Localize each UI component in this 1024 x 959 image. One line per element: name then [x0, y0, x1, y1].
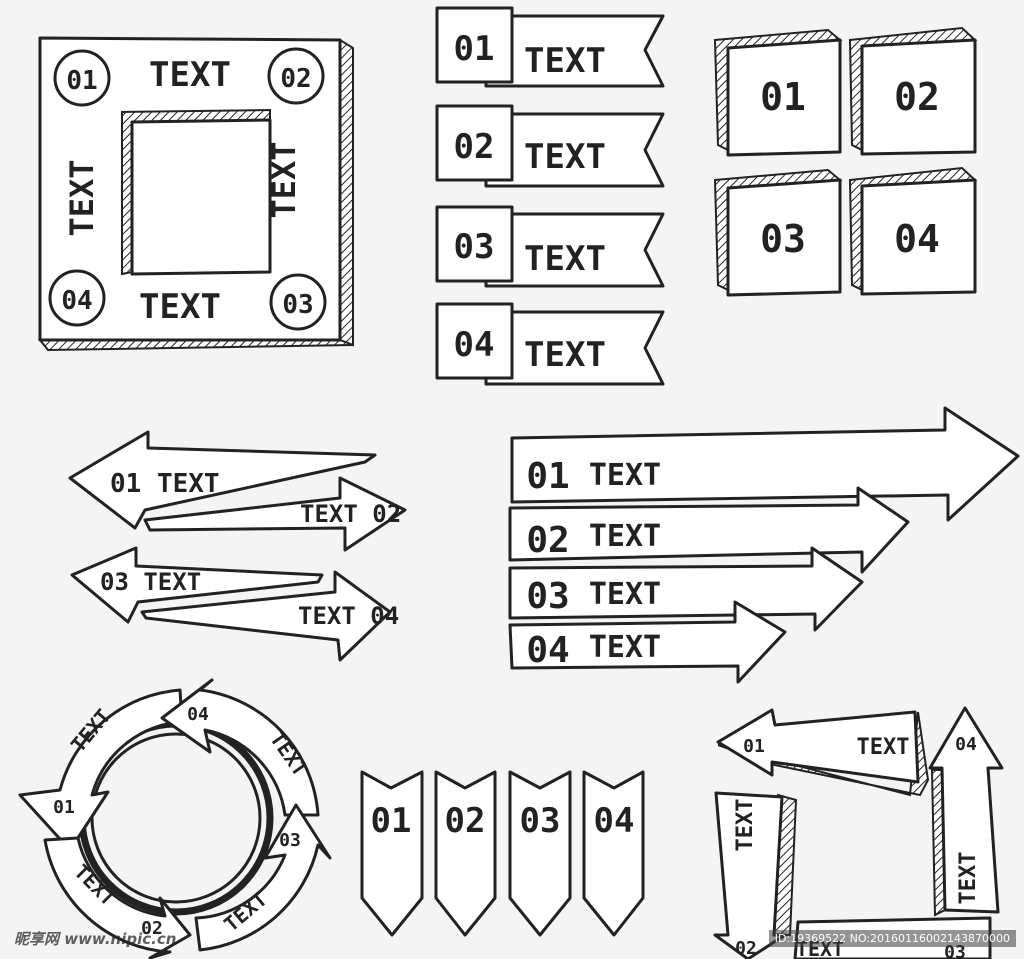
cycle-number-03: 03 [279, 830, 301, 851]
long-arrow-number: 01 [526, 456, 569, 497]
corner-circle-04 [48, 269, 106, 327]
cycle-arrow-04 [160, 678, 320, 817]
long-arrow-01 [510, 406, 1020, 522]
cycle-inner-ring-edge [90, 732, 262, 904]
square-arrow-number-04: 04 [955, 734, 977, 755]
frame-inner-window [130, 118, 272, 276]
cycle-arrow-03 [194, 803, 332, 952]
zigzag-arrow-04 [140, 570, 392, 662]
ribbon-list: 01 TEXT 02 TEXT 03 TEXT 04 TEXT [435, 6, 665, 386]
frame-side-shade [339, 38, 354, 347]
square-arrow-number-01: 01 [743, 736, 765, 757]
long-arrow-text: TEXT [589, 458, 661, 493]
frame-text-right: TEXT [265, 141, 303, 218]
square-arrow-right [928, 706, 1004, 914]
square-arrow-text: TEXT [857, 735, 910, 760]
frame-text-left: TEXT [63, 159, 101, 236]
zigzag-label-04: TEXT 04 [298, 602, 399, 630]
box-item: 01 [713, 28, 843, 157]
ribbon-text: TEXT [524, 335, 606, 375]
square-frame: 01 02 04 03 TEXT TEXT TEXT TEXT [37, 36, 354, 352]
long-arrow-03 [508, 546, 864, 632]
long-arrow-stack: 01 TEXT 02 TEXT 03 TEXT 04 TEXT [508, 406, 1020, 684]
ribbon-number: 02 [454, 127, 495, 167]
square-arrow-top [716, 708, 920, 784]
square-arrows: 01 04 02 03 TEXT TEXT TEXT TEXT [713, 706, 1004, 959]
box-number: 01 [760, 75, 806, 119]
ribbon-number-box [435, 302, 514, 380]
long-arrow-number: 04 [526, 630, 569, 671]
zigzag-label-03: 03 TEXT [100, 568, 201, 596]
corner-circle-01 [53, 49, 111, 107]
zigzag-arrows: 01 TEXT TEXT 02 03 TEXT TEXT 04 [68, 430, 407, 662]
box-face [860, 38, 977, 156]
square-arrow-text: TEXT [956, 852, 981, 905]
corner-circle-03 [269, 273, 327, 331]
ribbon-item: 03 TEXT [435, 205, 665, 288]
box-item: 02 [848, 26, 978, 156]
cycle-number-01: 01 [53, 797, 75, 818]
box-item: 04 [848, 166, 978, 296]
tag-number: 03 [520, 801, 561, 841]
box-face [726, 178, 842, 297]
cycle-diagram: 01 03 02 04 TEXT TEXT TEXT TEXT [18, 678, 332, 959]
box-face [860, 178, 977, 296]
ribbon-item: 02 TEXT [435, 104, 665, 188]
box-face [726, 38, 842, 157]
tag-item [434, 770, 497, 937]
long-arrow-number: 02 [526, 520, 569, 561]
tag-row: 01 02 03 04 [360, 770, 645, 937]
long-arrow-02 [508, 486, 910, 574]
long-arrow-text: TEXT [589, 630, 661, 665]
tag-number: 04 [594, 801, 635, 841]
box-number: 04 [894, 217, 940, 261]
tag-number: 02 [445, 801, 486, 841]
cycle-arrow-02 [43, 836, 192, 959]
corner-number-03: 03 [282, 290, 313, 320]
corner-number-02: 02 [280, 64, 311, 94]
tag-item [360, 770, 424, 937]
ribbon-number-box [435, 104, 514, 182]
cycle-number-04: 04 [187, 704, 209, 725]
square-arrow-shade [717, 711, 930, 797]
watermark-right: ID:19369522 NO:20160116002143870000 [768, 930, 1016, 947]
ribbon-number-box [435, 205, 514, 283]
tag-number: 01 [371, 801, 412, 841]
ribbon-item: 04 TEXT [435, 302, 665, 386]
square-arrow-text: TEXT [733, 799, 758, 852]
long-arrow-number: 03 [526, 576, 569, 617]
zigzag-arrow-02 [143, 476, 407, 552]
tag-item [582, 770, 645, 937]
ribbon-number: 03 [454, 227, 495, 267]
frame-text-bottom: TEXT [139, 287, 221, 327]
cycle-number-02: 02 [141, 918, 163, 939]
box-number: 03 [760, 217, 806, 261]
ribbon-text: TEXT [524, 137, 606, 177]
corner-number-04: 04 [61, 286, 92, 316]
box-item: 03 [713, 168, 843, 297]
frame-text-top: TEXT [149, 55, 231, 95]
corner-circle-02 [267, 47, 325, 105]
ribbon-number: 01 [454, 29, 495, 69]
watermark-left: 昵享网 www.nipic.cn [14, 930, 177, 948]
box-number: 02 [894, 75, 940, 119]
ribbon-text: TEXT [524, 239, 606, 279]
ribbon-number: 04 [454, 325, 495, 365]
long-arrow-text: TEXT [589, 577, 661, 612]
long-arrow-04 [508, 600, 787, 684]
ribbon-number-box [435, 6, 514, 84]
corner-number-01: 01 [66, 66, 97, 96]
square-arrow-left [713, 791, 787, 959]
zigzag-label-01: 01 TEXT [110, 469, 220, 499]
tag-item [508, 770, 572, 937]
zigzag-label-02: TEXT 02 [300, 500, 401, 528]
box-grid: 01 02 03 04 [713, 26, 978, 297]
long-arrow-text: TEXT [589, 519, 661, 554]
square-arrow-number-02: 02 [735, 938, 757, 959]
ribbon-text: TEXT [524, 41, 606, 81]
zigzag-arrow-01 [68, 430, 377, 530]
ribbon-item: 01 TEXT [435, 6, 665, 88]
zigzag-arrow-03 [70, 546, 324, 624]
